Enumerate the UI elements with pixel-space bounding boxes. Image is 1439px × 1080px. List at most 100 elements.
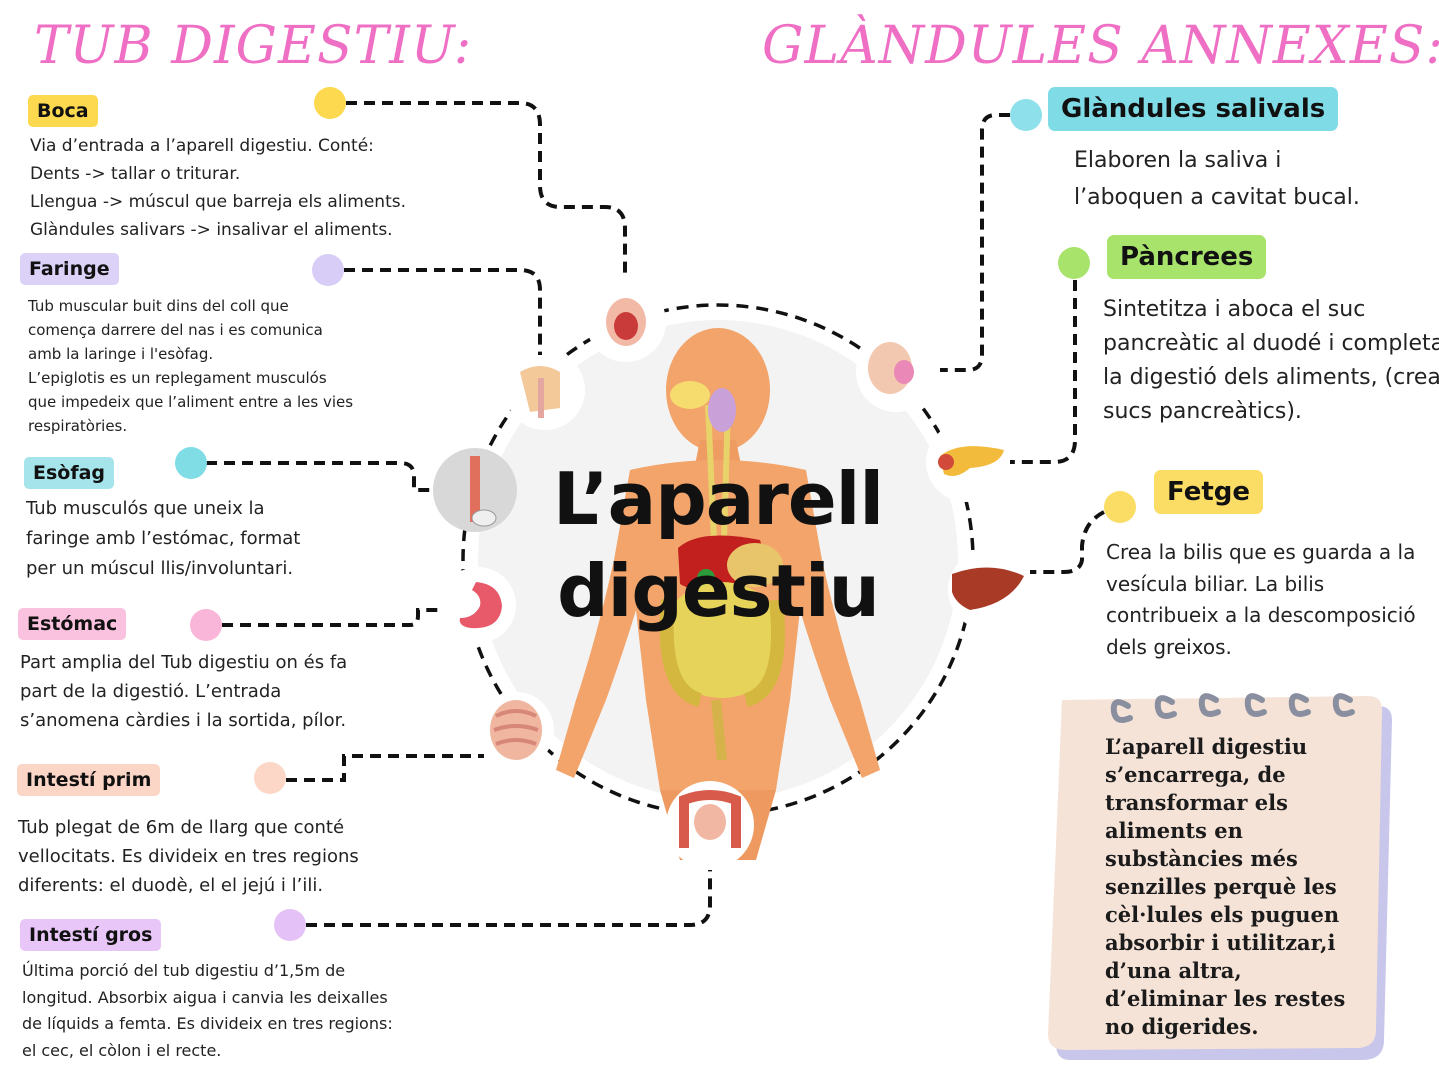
estomac-dot <box>190 609 222 641</box>
intesti-prim-line: Tub plegat de 6m de llarg que conté <box>18 817 345 838</box>
intesti-prim-line: diferents: el duodè, el el jejú i l’ili. <box>18 875 324 896</box>
connector-faringe <box>344 268 542 355</box>
faringe-description: Tub muscular buit dins del coll que come… <box>28 294 353 438</box>
connector-fetge <box>1030 510 1105 574</box>
intesti-gros-line: de líquids a femta. Es divideix en tres … <box>22 1014 393 1033</box>
note-line: transformar els <box>1105 790 1288 815</box>
fetge-description: Crea la bilis que es guarda a la vesícul… <box>1106 537 1416 663</box>
intesti-gros-line: el cec, el còlon i el recte. <box>22 1040 222 1060</box>
connector-esofag <box>206 461 432 492</box>
connector-estomac <box>222 608 438 627</box>
pancrees-line: Sintetitza i aboca el suc <box>1103 297 1366 322</box>
central-title-line-1: L’aparell <box>552 457 884 541</box>
fetge-line: dels greixos. <box>1106 634 1232 659</box>
faringe-line: Tub muscular buit dins del coll que <box>28 297 289 315</box>
note-line: cèl·lules els puguen <box>1105 902 1340 927</box>
esofag-line: Tub musculós que uneix la <box>26 498 265 519</box>
boca-dot <box>314 87 346 119</box>
boca-line: Via d’entrada a l’aparell digestiu. Cont… <box>30 136 374 156</box>
intesti-gros-label: Intestí gros <box>20 919 162 951</box>
glandules-salivals-label: Glàndules salivals <box>1048 87 1339 131</box>
boca-description: Via d’entrada a l’aparell digestiu. Cont… <box>30 132 406 244</box>
faringe-label: Faringe <box>20 253 119 285</box>
stomach-icon <box>440 567 516 643</box>
intesti-prim-dot <box>254 762 286 794</box>
fetge-line: vesícula biliar. La bilis <box>1106 571 1325 596</box>
boca-line: Glàndules salivars -> insalivar el alime… <box>30 220 393 240</box>
note-paper <box>1048 696 1382 1050</box>
esofag-dot <box>175 447 207 479</box>
note-line: absorbir i utilitzar,i <box>1105 930 1336 955</box>
faringe-line: L’epiglotis es un replegament musculós <box>28 369 327 387</box>
esofag-description: Tub musculós que uneix la faringe amb l’… <box>26 494 300 584</box>
esophagus-icon <box>433 448 517 532</box>
fetge-line: contribueix a la descomposició <box>1106 603 1416 627</box>
intesti-prim-label: Intestí prim <box>17 764 161 796</box>
faringe-line: amb la laringe i l'esòfag. <box>28 345 214 363</box>
glandules-salivals-description: Elaboren la saliva i l’aboquen a cavitat… <box>1074 142 1360 216</box>
esofag-line: per un múscul llis/involuntari. <box>26 558 294 579</box>
note-line: L’aparell digestiu <box>1105 734 1308 759</box>
note-line: substàncies més <box>1105 846 1298 871</box>
salivary-gland-icon <box>856 332 936 412</box>
esofag-line: faringe amb l’estómac, format <box>26 528 301 549</box>
glandules-salivals-dot <box>1010 99 1042 131</box>
connector-intesti-gros <box>306 870 712 927</box>
pancrees-line: la digestió dels aliments, (crea <box>1103 365 1439 390</box>
intesti-gros-description: Última porció del tub digestiu d’1,5m de… <box>22 958 393 1064</box>
central-title: L’aparell digestiu <box>528 453 908 637</box>
note-card <box>1048 693 1392 1060</box>
intesti-prim-description: Tub plegat de 6m de llarg que conté vell… <box>18 813 359 900</box>
fetge-line: Crea la bilis que es guarda a la <box>1106 540 1416 564</box>
estomac-line: part de la digestió. L’entrada <box>20 681 282 702</box>
note-line: no digerides. <box>1105 1014 1259 1039</box>
estomac-line: Part amplia del Tub digestiu on és fa <box>20 652 348 673</box>
pancrees-line: sucs pancreàtics). <box>1103 399 1302 424</box>
fetge-label: Fetge <box>1154 470 1264 514</box>
faringe-dot <box>312 254 344 286</box>
intesti-gros-dot <box>274 909 306 941</box>
connector-boca <box>346 101 627 275</box>
connector-glandules-salivals <box>940 113 1010 372</box>
note-line: aliments en <box>1105 818 1243 843</box>
estomac-line: s’anomena càrdies i la sortida, pílor. <box>20 710 347 731</box>
faringe-line: que impedeix que l’aliment entre a les v… <box>28 393 354 411</box>
tube-heading: TUB DIGESTIU: <box>34 16 473 76</box>
pancrees-description: Sintetitza i aboca el suc pancreàtic al … <box>1103 293 1439 429</box>
intesti-gros-line: Última porció del tub digestiu d’1,5m de <box>22 961 346 980</box>
connector-pancrees <box>1010 280 1077 464</box>
faringe-line: comença darrere del nas i es comunica <box>28 321 323 339</box>
small-intestine-icon <box>478 692 554 768</box>
note-line: d’una altra, <box>1105 958 1242 983</box>
faringe-line: respiratòries. <box>28 417 128 435</box>
pancrees-line: pancreàtic al duodé i completa <box>1103 331 1439 356</box>
glandules-salivals-line: Elaboren la saliva i <box>1074 148 1282 173</box>
pancrees-label: Pàncrees <box>1107 235 1267 279</box>
fetge-dot <box>1104 491 1136 523</box>
pancreas-icon <box>926 422 1006 502</box>
human-figure-illustration <box>556 328 880 860</box>
boca-line: Dents -> tallar o triturar. <box>30 164 241 184</box>
note-text: L’aparell digestiu s’encarrega, de trans… <box>1105 733 1345 1041</box>
boca-label: Boca <box>28 95 98 127</box>
glands-heading: GLÀNDULES ANNEXES: <box>762 16 1439 76</box>
estomac-description: Part amplia del Tub digestiu on és fa pa… <box>20 648 347 735</box>
central-title-line-2: digestiu <box>557 549 880 633</box>
esofag-label: Esòfag <box>24 457 115 489</box>
note-line: senzilles perquè les <box>1105 874 1337 899</box>
large-intestine-icon <box>666 781 754 869</box>
pancrees-dot <box>1058 247 1090 279</box>
pharynx-icon <box>505 350 585 430</box>
note-line: s’encarrega, de <box>1105 762 1286 787</box>
liver-icon <box>948 550 1028 630</box>
glandules-salivals-line: l’aboquen a cavitat bucal. <box>1074 185 1360 210</box>
note-line: d’eliminar les restes <box>1105 986 1346 1011</box>
note-spiral-rings <box>1110 693 1355 723</box>
boca-line: Llengua -> múscul que barreja els alimen… <box>30 192 407 212</box>
mouth-icon <box>586 282 666 362</box>
intesti-prim-line: vellocitats. Es divideix en tres regions <box>18 846 359 867</box>
connector-intesti-prim <box>286 754 484 782</box>
estomac-label: Estómac <box>18 608 127 640</box>
intesti-gros-line: longitud. Absorbix aigua i canvia les de… <box>22 987 388 1007</box>
